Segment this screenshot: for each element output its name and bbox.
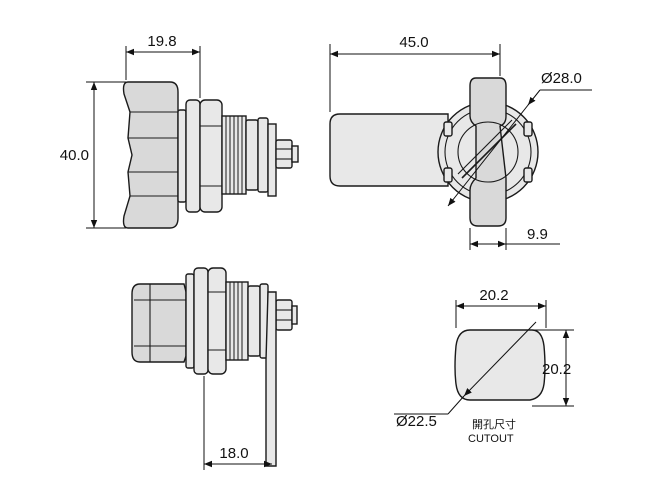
top-view: 18.0 bbox=[131, 267, 298, 470]
cutout-note-en: CUTOUT bbox=[468, 433, 514, 445]
dim-front-diameter: Ø28.0 bbox=[541, 70, 582, 87]
side-hex-nut bbox=[185, 99, 201, 213]
dim-cutout-height: 20.2 bbox=[542, 361, 571, 378]
top-thread-body bbox=[225, 281, 249, 361]
side-view: 19.8 40.0 bbox=[60, 33, 299, 229]
dim-cutout-diameter: Ø22.5 bbox=[396, 413, 437, 430]
top-knob bbox=[131, 283, 187, 363]
dim-top-length: 18.0 bbox=[219, 445, 248, 462]
dim-front-width: 45.0 bbox=[399, 34, 428, 51]
top-screw bbox=[275, 299, 293, 331]
side-knob bbox=[122, 81, 179, 229]
top-hex-nut bbox=[193, 267, 209, 375]
front-view: 45.0 Ø28.0 9.9 bbox=[329, 34, 592, 250]
cutout-note-cn: 開孔尺寸 bbox=[472, 417, 516, 431]
top-cam-plate bbox=[265, 291, 277, 467]
side-cam-plate bbox=[267, 123, 277, 197]
front-cam-arm bbox=[329, 113, 449, 187]
side-screw bbox=[275, 139, 293, 169]
cutout-shape bbox=[454, 329, 546, 401]
cutout-view: 20.2 20.2 Ø22.5 開孔尺寸 CUTOUT bbox=[394, 287, 574, 445]
top-washer bbox=[185, 273, 195, 369]
dim-side-width: 19.8 bbox=[147, 33, 176, 50]
dim-side-height: 40.0 bbox=[60, 147, 89, 164]
side-collar bbox=[245, 119, 259, 191]
dim-cutout-width: 20.2 bbox=[479, 287, 508, 304]
dim-front-offset: 9.9 bbox=[527, 226, 548, 243]
side-washer bbox=[177, 109, 187, 203]
